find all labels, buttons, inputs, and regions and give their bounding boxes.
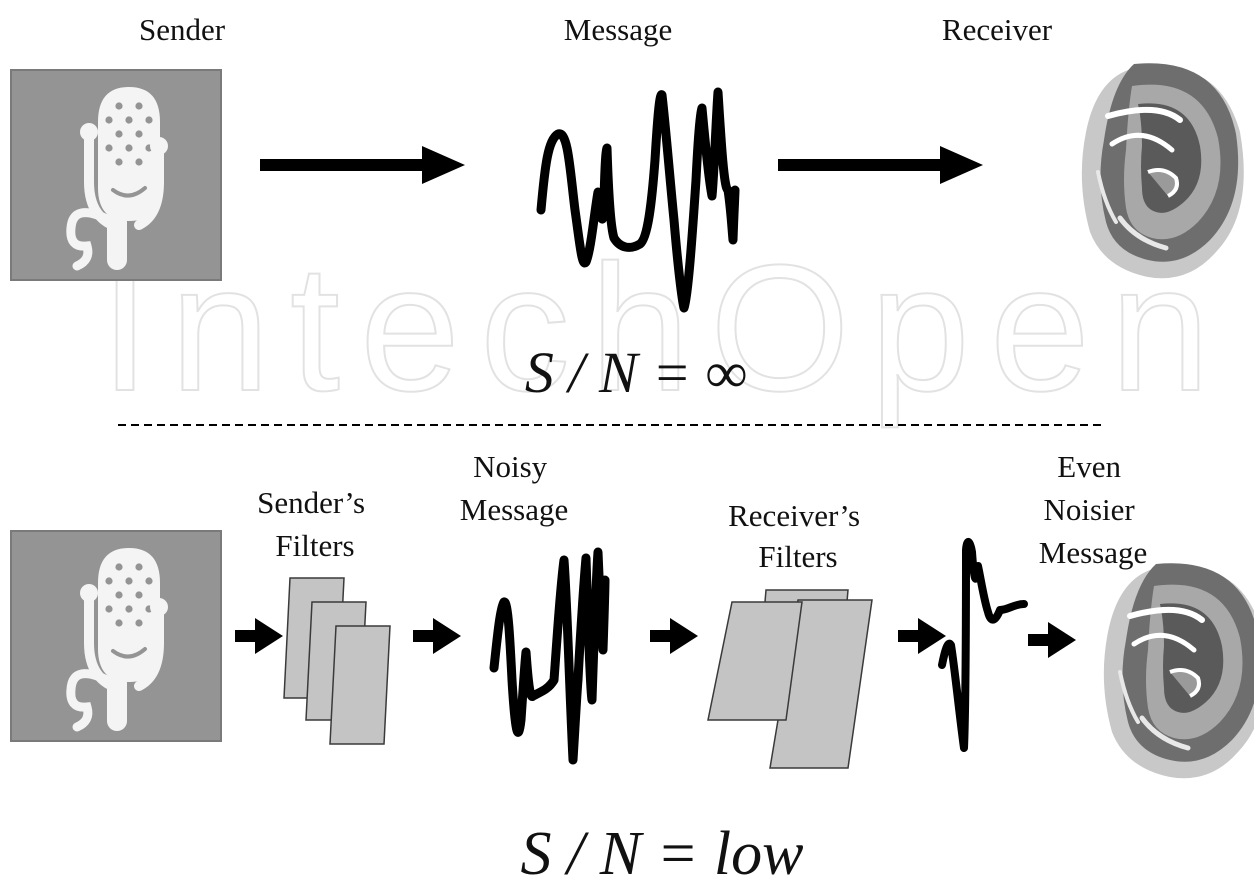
receivers-filters-label: Receiver’s Filters bbox=[728, 498, 868, 574]
arrow-right-icon bbox=[260, 146, 465, 184]
filter-sheet-icon bbox=[329, 625, 391, 745]
arrow-right-icon bbox=[898, 618, 946, 654]
arrow-right-icon bbox=[1028, 622, 1076, 658]
noisy-message-label: Noisy Message bbox=[460, 449, 568, 527]
equation-bottom: S / N = low bbox=[521, 820, 804, 882]
sender-label: Sender bbox=[139, 12, 226, 47]
ear-icon bbox=[1104, 563, 1254, 778]
waveform-icon bbox=[489, 547, 610, 765]
waveform-icon bbox=[938, 538, 1028, 752]
equation-top: S / N = ∞ bbox=[525, 340, 747, 405]
senders-filters-label: Sender’s Filters bbox=[257, 485, 373, 563]
message-label: Message bbox=[564, 12, 672, 47]
receiver-label: Receiver bbox=[942, 12, 1053, 47]
arrow-right-icon bbox=[413, 618, 461, 654]
arrow-right-icon bbox=[235, 618, 283, 654]
microphone-icon bbox=[11, 531, 221, 741]
filter-sheet-icon bbox=[707, 601, 803, 721]
even-noisier-label: Even Noisier Message bbox=[1039, 449, 1147, 570]
microphone-icon bbox=[11, 70, 221, 280]
senders-filters-icon bbox=[283, 577, 391, 745]
arrow-right-icon bbox=[650, 618, 698, 654]
arrow-right-icon bbox=[778, 146, 983, 184]
ear-icon bbox=[1082, 63, 1244, 278]
waveform-icon bbox=[536, 87, 740, 313]
receivers-filters-icon bbox=[707, 589, 873, 769]
